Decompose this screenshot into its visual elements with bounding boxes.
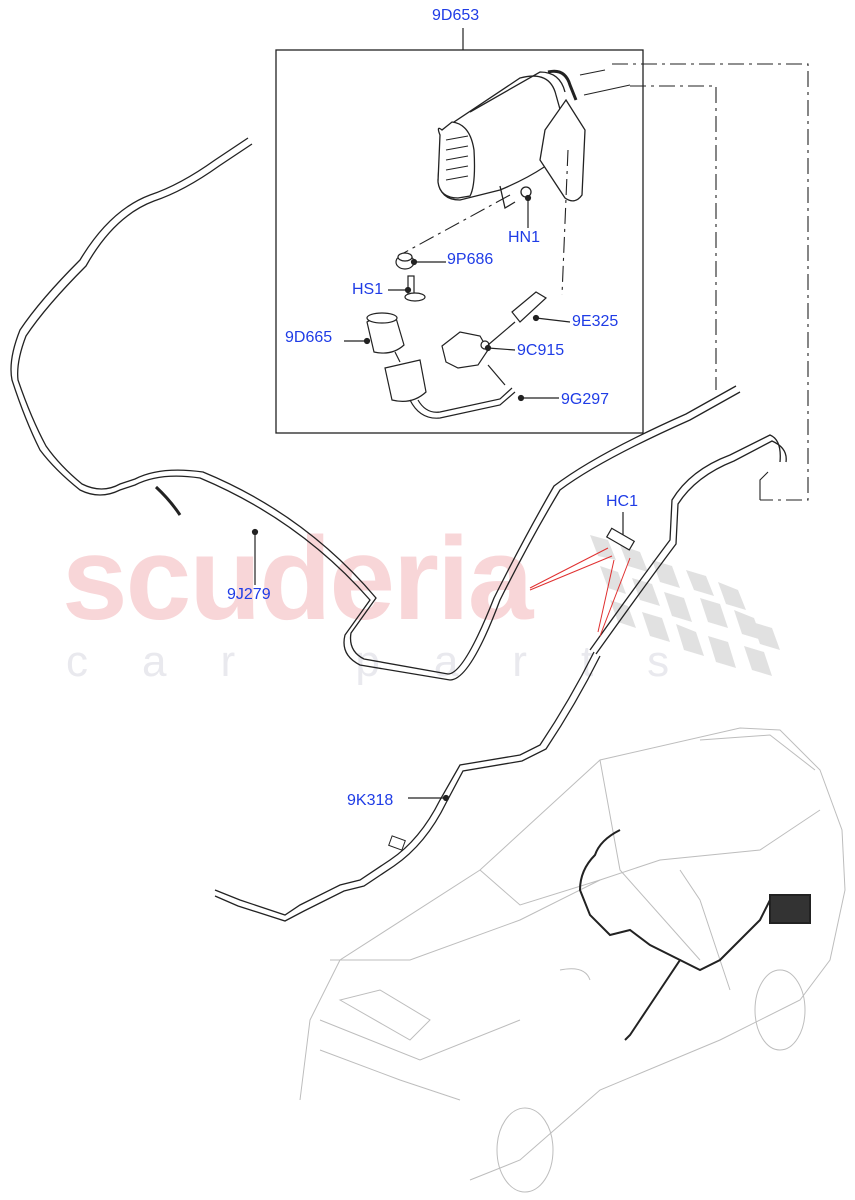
canister-9d653: [437, 69, 631, 210]
callout-9k318[interactable]: 9K318: [347, 792, 394, 809]
callout-9g297[interactable]: 9G297: [561, 391, 610, 408]
clip-hc1: [529, 527, 636, 637]
checkered-flag-icon: [590, 535, 780, 676]
callout-9c915[interactable]: 9C915: [517, 342, 565, 359]
watermark-logo: scuderia: [62, 513, 533, 645]
pipe-9k318: [214, 651, 601, 922]
watermark-subtitle: car parts: [66, 637, 724, 686]
callout-9j279[interactable]: 9J279: [227, 586, 271, 603]
callout-9e325[interactable]: 9E325: [572, 313, 619, 330]
callout-hn1[interactable]: HN1: [508, 229, 541, 246]
callout-9d665[interactable]: 9D665: [285, 329, 333, 346]
callout-9d653[interactable]: 9D653: [432, 7, 480, 24]
pipe-9j279: [10, 137, 741, 681]
vehicle-outline: [299, 727, 846, 1193]
callout-hc1[interactable]: HC1: [606, 493, 639, 510]
callout-hs1[interactable]: HS1: [352, 281, 384, 298]
inset-box: [275, 49, 644, 434]
wiring-harness: [578, 829, 811, 1041]
callout-9p686[interactable]: 9P686: [447, 251, 494, 268]
